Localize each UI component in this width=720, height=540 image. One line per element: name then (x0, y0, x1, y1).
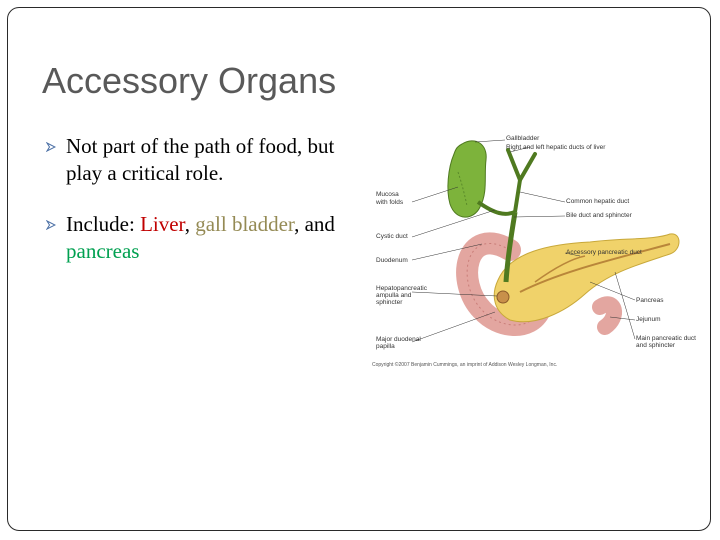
bullet-prefix: Include: (66, 212, 141, 236)
arrow-bullet-icon (46, 220, 56, 230)
arrow-bullet-icon (46, 142, 56, 152)
organ-illustration (411, 139, 680, 343)
label-common-hepatic-duct: Common hepatic duct (566, 198, 630, 205)
label-cystic-duct: Cystic duct (376, 233, 408, 240)
label-major-papilla-2: papilla (376, 343, 395, 350)
slide-title: Accessory Organs (42, 60, 337, 101)
label-major-papilla-1: Major duodenal (376, 336, 421, 343)
label-pancreas: Pancreas (636, 297, 664, 304)
bullet-text: Not part of the path of food, but play a… (66, 134, 335, 185)
gall-bladder-word: gall bladder (195, 212, 295, 236)
label-gallbladder: Gallbladder (506, 135, 540, 142)
label-with-folds: with folds (376, 199, 404, 206)
label-accessory-pancreatic-duct: Accessory pancreatic duct (566, 249, 642, 256)
label-mucosa: Mucosa (376, 191, 399, 198)
label-jejunum: Jejunum (636, 316, 661, 323)
pancreas-word: pancreas (66, 239, 140, 263)
bullet-item: Not part of the path of food, but play a… (42, 133, 342, 187)
liver-word: Liver (140, 212, 185, 236)
copyright-note: Copyright ©2007 Benjamin Cummings, an im… (372, 362, 558, 368)
label-hepatopancreatic-2: ampulla and (376, 292, 412, 299)
label-hepatopancreatic-3: sphincter (376, 299, 403, 306)
label-main-pancreatic-duct-1: Main pancreatic duct (636, 335, 696, 342)
label-main-pancreatic-duct-2: and sphincter (636, 342, 676, 349)
label-duodenum: Duodenum (376, 257, 408, 264)
bullet-list: Not part of the path of food, but play a… (42, 133, 342, 289)
label-bile-duct: Bile duct and sphincter (566, 212, 632, 219)
separator: , and (294, 212, 335, 236)
label-hepatic-ducts: Right and left hepatic ducts of liver (506, 144, 606, 151)
label-hepatopancreatic-1: Hepatopancreatic (376, 285, 427, 292)
bullet-item: Include: Liver, gall bladder, and pancre… (42, 211, 342, 265)
digestive-organs-figure: Gallbladder Right and left hepatic ducts… (370, 132, 696, 372)
separator: , (184, 212, 196, 236)
